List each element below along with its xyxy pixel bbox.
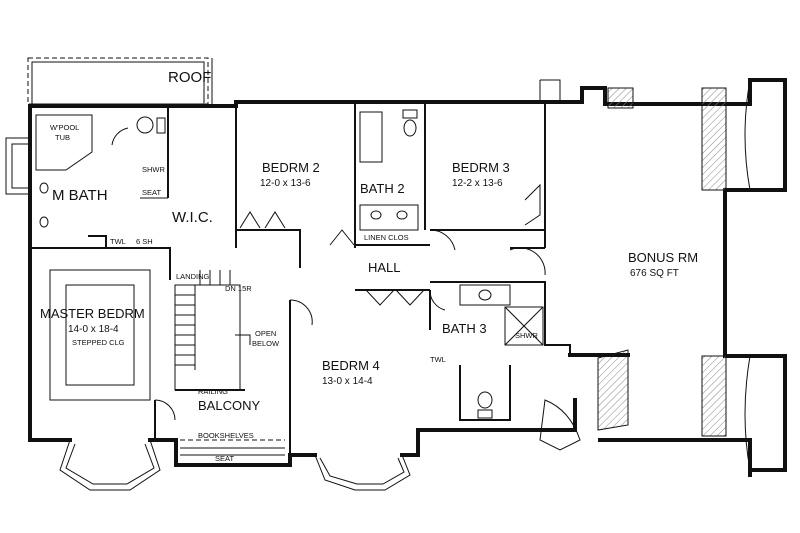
bookshelves-seat — [180, 439, 285, 456]
bonus-walls — [539, 78, 787, 472]
master-ceiling: STEPPED CLG — [72, 338, 125, 347]
below-label: BELOW — [252, 339, 280, 348]
twl-label-2: TWL — [430, 355, 446, 364]
bedrm3-label: BEDRM 3 — [452, 160, 510, 175]
whirlpool-label: W'POOL — [50, 123, 79, 132]
bedrm3-size: 12-2 x 13-6 — [452, 178, 503, 189]
roof-label: ROOF — [168, 69, 211, 86]
seat-label-1: SEAT — [142, 188, 161, 197]
interior-walls — [30, 102, 571, 455]
seat-label-2: SEAT — [215, 454, 234, 463]
bedrm2-label: BEDRM 2 — [262, 160, 320, 175]
linen-label: LINEN CLOS — [364, 233, 409, 242]
bedrm4-size: 13-0 x 14-4 — [322, 376, 373, 387]
shower-label-2: SHWR — [515, 331, 538, 340]
twl-label-1: TWL — [110, 237, 126, 246]
bedrm4-label: BEDRM 4 — [322, 358, 380, 373]
left-bumpout — [5, 137, 31, 195]
bookshelves-label: BOOKSHELVES — [198, 431, 254, 440]
shower-label-1: SHWR — [142, 165, 165, 174]
bay-windows — [59, 399, 581, 491]
bath2-label: BATH 2 — [360, 181, 405, 196]
tub-label: TUB — [55, 133, 70, 142]
bedrm2-size: 12-0 x 13-6 — [260, 178, 311, 189]
master-size: 14-0 x 18-4 — [68, 324, 119, 335]
railing-label: RAILING — [198, 387, 228, 396]
master-label: MASTER BEDRM — [40, 306, 145, 321]
stepped-ceiling — [49, 269, 151, 401]
doors — [111, 127, 546, 421]
landing-label: LANDING — [176, 272, 210, 281]
open-label: OPEN — [255, 329, 276, 338]
hall-label: HALL — [368, 260, 401, 275]
fixtures — [35, 109, 544, 419]
m-bath-label: M BATH — [52, 187, 108, 204]
down-label: DN 15R — [225, 284, 252, 293]
stairs — [174, 270, 251, 391]
wic-label: W.I.C. — [172, 209, 213, 226]
six-sh-label: 6 SH — [136, 237, 153, 246]
bath3-label: BATH 3 — [442, 321, 487, 336]
labels: ROOF W'POOL TUB M BATH SHWR SEAT W.I.C. … — [40, 69, 698, 463]
balcony-label: BALCONY — [198, 398, 260, 413]
bonus-size: 676 SQ FT — [630, 268, 679, 279]
bonus-label: BONUS RM — [628, 250, 698, 265]
